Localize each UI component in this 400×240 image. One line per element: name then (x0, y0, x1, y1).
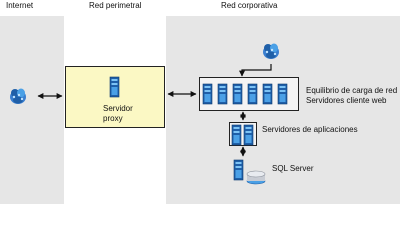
proxy-label-line1: Servidor (103, 104, 133, 113)
web-server-icon (277, 83, 288, 105)
users-webfarm-arrow (239, 64, 272, 77)
internet-cloud-icon (10, 88, 26, 104)
app-server-icon (243, 124, 254, 146)
corporate-zone-label: Red corporativa (221, 1, 278, 10)
web-server-icon (247, 83, 258, 105)
proxy-label-line2: proxy (103, 114, 123, 123)
web-server-icon (232, 83, 243, 105)
web-server-icon (262, 83, 273, 105)
web-server-icon (217, 83, 228, 105)
database-icon (233, 159, 266, 185)
web-server-icon (202, 83, 213, 105)
perimeter-zone-label: Red perimetral (89, 1, 142, 10)
sql-server-label: SQL Server (272, 164, 314, 173)
internet-zone (0, 16, 64, 204)
user-cloud-icon (263, 43, 279, 59)
diagram-graphics (10, 43, 288, 185)
proxy-server-icon (109, 76, 120, 98)
app-server-icon (231, 124, 242, 146)
web-farm-label-line1: Equilibrio de carga de red (306, 86, 398, 95)
app-servers-label: Servidores de aplicaciones (262, 125, 358, 134)
internet-zone-label: Internet (6, 1, 34, 10)
web-farm-label-line2: Servidores cliente web (306, 96, 387, 105)
network-diagram: Internet Red perimetral Red corporativa … (0, 1, 400, 204)
